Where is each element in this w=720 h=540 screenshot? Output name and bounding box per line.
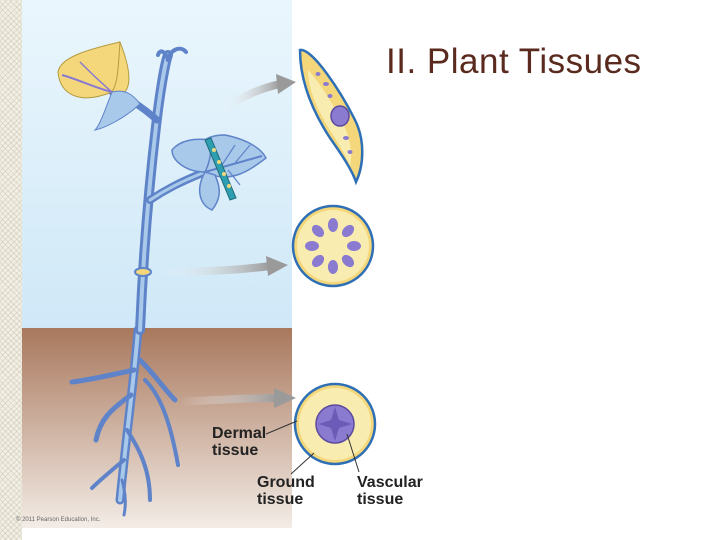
dermal-label-line2: tissue [212,442,259,459]
slide-title: II. Plant Tissues [386,42,642,81]
soil-background [22,328,292,528]
leaf-right [171,134,267,211]
root-cross-section [293,382,377,466]
leaf-upper-left [57,41,141,131]
leaf-cross-section [298,48,364,186]
root-system [69,325,180,517]
stem-section-marker [134,267,152,277]
decorative-side-strip [0,0,22,540]
dermal-label-line1: Dermal [212,425,267,442]
stem-cross-section [291,204,375,288]
magnify-arrows [156,74,296,408]
dermal-tissue-label: Dermal tissue [212,425,266,459]
ground-label-line1: Ground [257,474,315,491]
ground-tissue-label: Ground tissue [257,474,315,508]
label-leader-lines [265,420,360,475]
ground-label-line2: tissue [257,491,304,508]
vascular-tissue-label: Vascular tissue [357,474,423,508]
copyright-text: © 2011 Pearson Education, Inc. [16,517,101,523]
vascular-label-line1: Vascular [357,474,423,491]
vascular-label-line2: tissue [357,491,404,508]
